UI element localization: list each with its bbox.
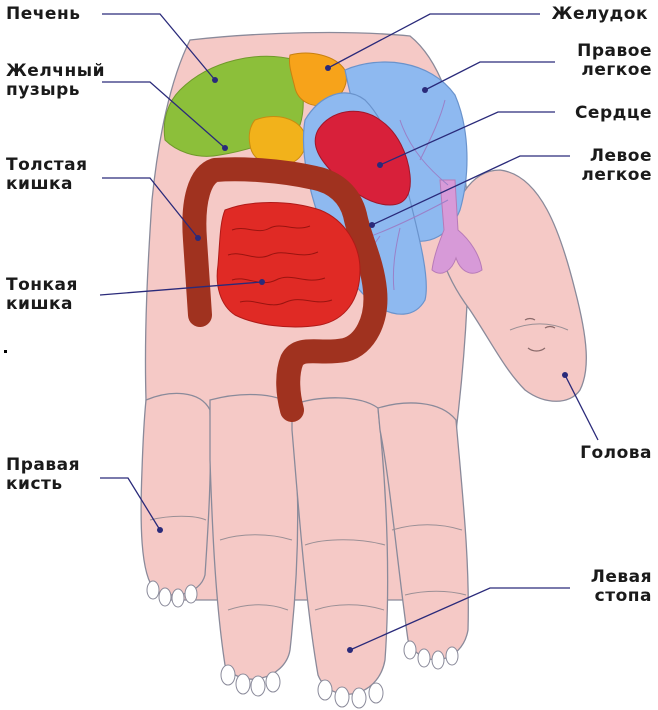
label-left-foot: Левая стопа [590, 567, 652, 606]
thumb [439, 169, 587, 402]
label-left-lung: Левое легкое [581, 146, 652, 185]
label-small-intestine: Тонкая кишка [6, 275, 78, 314]
label-liver: Печень [6, 4, 81, 24]
intestine-folds [227, 225, 333, 306]
label-stomach: Желудок [551, 4, 648, 24]
little-finger [140, 392, 212, 596]
label-right-lung: Правое легкое [577, 41, 652, 80]
pointer-liver [102, 13, 216, 81]
edge-marker [4, 350, 7, 353]
pointer-right-lung [424, 61, 555, 91]
pointer-left-lung [371, 155, 570, 226]
pointer-head [564, 374, 599, 441]
pointer-dots [157, 65, 568, 653]
pointer-heart [379, 111, 555, 166]
pointer-right-hand [100, 477, 161, 531]
pointer-lines [99, 13, 599, 651]
thumb-face [524, 317, 556, 352]
finger-creases [149, 323, 569, 611]
label-gallbladder: Желчный пузырь [6, 61, 105, 100]
ring-finger [209, 393, 299, 680]
trachea [431, 179, 483, 274]
small-intestine [216, 202, 361, 328]
label-head: Голова [580, 443, 652, 463]
index-finger [377, 402, 469, 661]
middle-finger [291, 397, 389, 695]
label-heart: Сердце [574, 103, 652, 123]
pointer-small-intestine [99, 281, 263, 296]
pointer-stomach [327, 13, 540, 69]
toe-nails [146, 580, 459, 709]
pointer-gallbladder [102, 81, 226, 149]
label-right-hand: Правая кисть [6, 455, 81, 494]
pointer-left-foot [349, 587, 570, 651]
pointer-colon [102, 177, 199, 239]
colon [182, 157, 388, 422]
label-colon: Толстая кишка [6, 155, 88, 194]
